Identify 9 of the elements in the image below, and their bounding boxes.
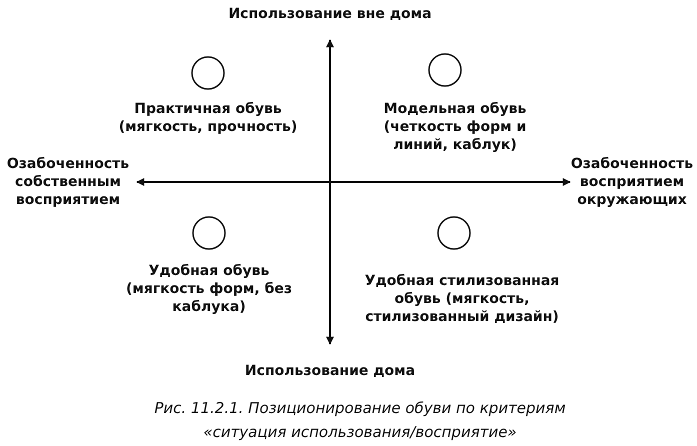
- axis-label: Использование вне дома: [227, 5, 433, 23]
- segment-label: Удобная стилизованная обувь (мягкость, стилизованный дизайн): [364, 272, 560, 326]
- segment-label: Удобная обувь (мягкость форм, без каблука): [125, 262, 293, 316]
- segment-label: Практичная обувь (мягкость, прочность): [118, 100, 298, 136]
- axis-label: Использование дома: [244, 362, 416, 380]
- segment-label: Модельная обувь (четкость форм и линий, каблук): [382, 100, 528, 154]
- axis-label: Озабоченность восприятием окружающих: [570, 155, 694, 209]
- figure-caption: Рис. 11.2.1. Позиционирование обуви по критериям «ситуация использования/восприятие»: [153, 398, 567, 443]
- axis-label: Озабоченность собственным восприятием: [6, 155, 130, 209]
